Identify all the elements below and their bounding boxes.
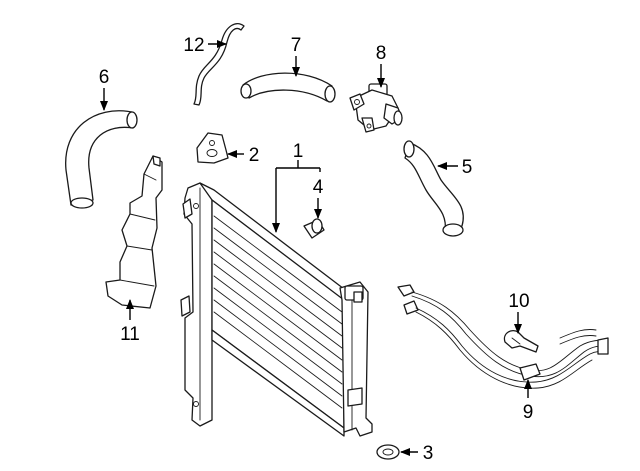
drain-plug-seal-part (376, 444, 400, 460)
callout-10: 10 (508, 291, 529, 312)
callout-3: 3 (423, 443, 434, 464)
radiator-part (180, 182, 373, 437)
callout-4: 4 (313, 177, 324, 198)
callout-labels: 1 2 3 4 5 6 7 8 9 10 11 12 (99, 35, 534, 464)
callout-12: 12 (183, 35, 204, 56)
bypass-hose-part (240, 72, 336, 103)
callout-2: 2 (249, 145, 260, 166)
mounting-bracket-part (196, 132, 229, 164)
line-clip-part (503, 329, 539, 353)
callout-11: 11 (120, 324, 140, 345)
thermostat-housing-part (349, 83, 403, 133)
callout-1: 1 (293, 141, 304, 162)
air-deflector-part (105, 155, 163, 309)
callout-5: 5 (462, 157, 473, 178)
upper-hose-part (65, 110, 138, 209)
callout-6: 6 (99, 67, 110, 88)
radiator-core-fins (213, 215, 343, 409)
oil-cooler-lines-part (397, 284, 609, 389)
callout-8: 8 (376, 43, 387, 64)
leader-lines (100, 40, 532, 456)
callout-7: 7 (291, 35, 302, 56)
lower-hose-part (403, 140, 464, 237)
callout-9: 9 (523, 402, 534, 423)
drain-plug-part (303, 218, 325, 239)
